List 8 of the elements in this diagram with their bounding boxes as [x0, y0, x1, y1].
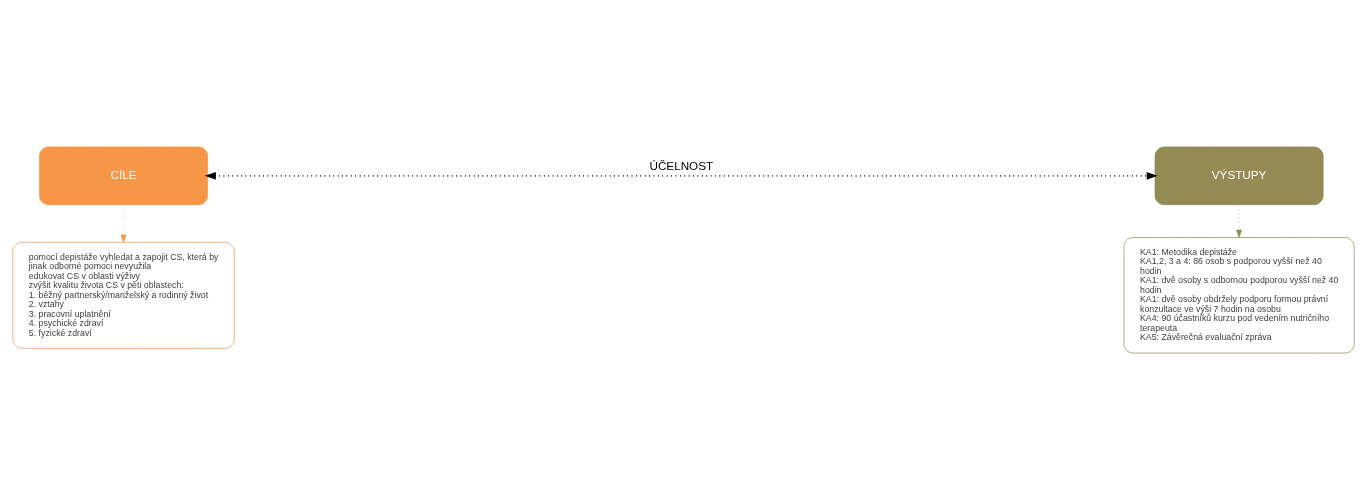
- edge-label: ÚČELNOST: [649, 158, 714, 172]
- node-box: CÍLE: [39, 146, 208, 205]
- node-box: VÝSTUPY: [1154, 146, 1324, 205]
- node-box: KA1: Metodika depistáže KA1,2, 3 a 4: 86 osob s podporou vyšší než 40 hodin KA1: dvě osoby s odbornou podporou vyšší než 40 hodin KA1: dvě osoby obdržely podporu formou právní konzultace ve výši 7 hodin na osobu KA4: 90 účastníků kurzu pod vedením nutričního terapeuta KA5: Závěrečná evaluační zpráva: [1123, 236, 1355, 353]
- arrow: [204, 171, 1158, 180]
- arrow: [120, 203, 127, 243]
- arrow: [1236, 203, 1242, 238]
- node-box: pomocí depistáže vyhledat a zapojit CS, která by jinak odborné pomoci nevyužila edukovat CS v oblasti výživy zvýšit kvalitu života CS v pěti oblastech: 1. běžný partnerský/manželský a rodinný život 2. vztahy 3. pracovní uplatnění 4. psychické zdraví 5. fyzické zdraví: [12, 241, 235, 349]
